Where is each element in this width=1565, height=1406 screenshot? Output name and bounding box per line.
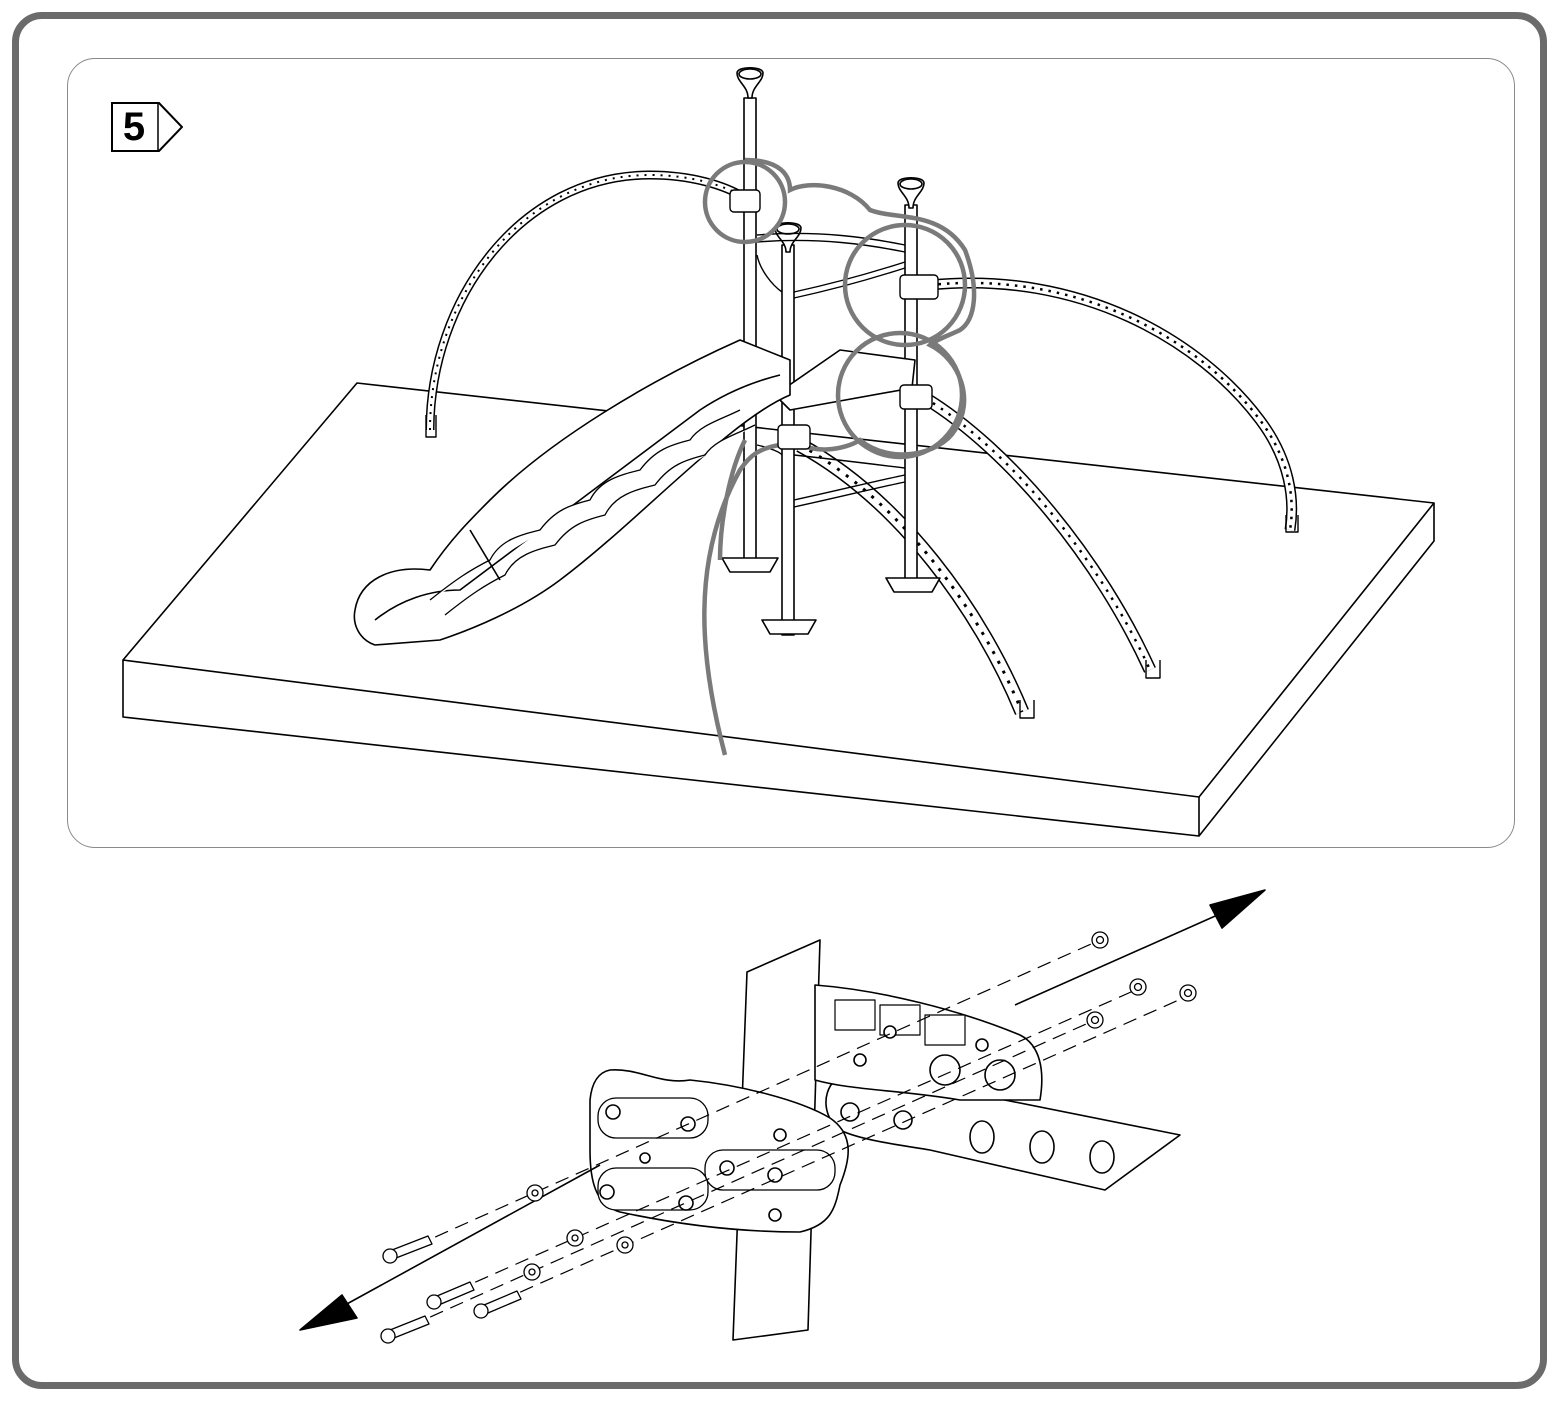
exploded-arrow-icon [299,889,1266,1331]
arch-right-back [929,277,1299,533]
post-back [721,66,779,573]
playset-overview-illustration [122,66,1435,837]
outer-frame [12,12,1547,1389]
arch-front-center [796,438,1035,719]
exploded-bracket-detail [299,889,1266,1344]
rear-bracket [814,984,1043,1101]
slide [353,339,791,646]
assembly-lines [389,939,1191,1336]
nuts [1086,931,1197,1029]
washers [523,1184,634,1281]
ground-slab [122,382,1435,837]
platform-deck [774,349,916,411]
step-arrow-badge [111,102,183,152]
brackets [729,189,939,450]
post-right [885,176,941,593]
ladder-rungs [756,232,906,508]
step-number: 5 [122,104,146,149]
bolts [380,1235,522,1344]
overview-panel [67,58,1515,848]
highlight-callouts [702,157,977,756]
arch-tube-section [825,1074,1181,1191]
